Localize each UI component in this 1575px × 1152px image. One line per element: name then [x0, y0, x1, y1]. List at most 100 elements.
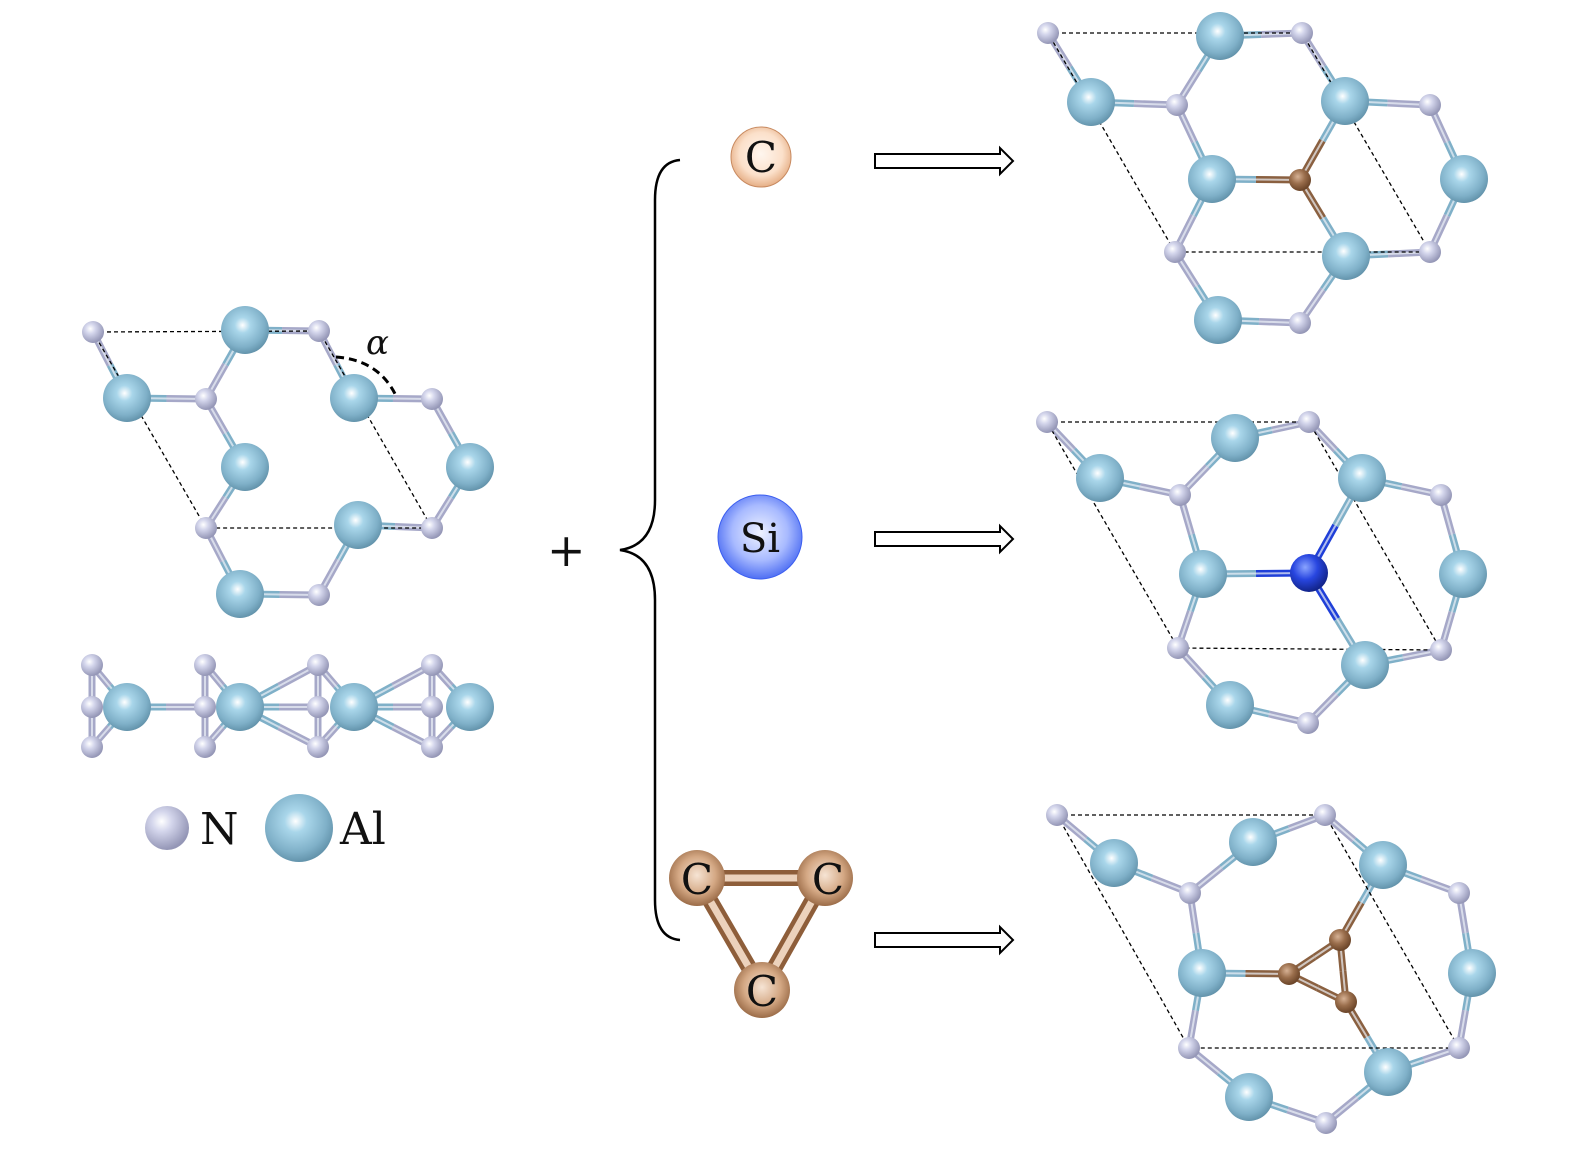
- c3-cluster-icon: C C C: [669, 850, 853, 1018]
- aluminum-atom: [1179, 550, 1227, 598]
- arrow-right-icon: [874, 523, 1015, 555]
- legend-aluminum-label: Al: [339, 804, 386, 855]
- c3-atom: [797, 850, 853, 906]
- carbon-atom: [1278, 963, 1300, 985]
- carbon-atom: [1289, 169, 1311, 191]
- aluminum-atom: [1188, 155, 1236, 203]
- nitrogen-atom: [81, 654, 103, 676]
- nitrogen-atom: [1314, 804, 1336, 826]
- nitrogen-atom: [1178, 1037, 1200, 1059]
- nitrogen-atom: [1297, 712, 1319, 734]
- atom-layer: [81, 12, 1496, 1134]
- aluminum-atom: [1178, 949, 1226, 997]
- nitrogen-atom: [195, 388, 217, 410]
- legend-nitrogen-sphere: [145, 806, 189, 850]
- nitrogen-atom: [81, 736, 103, 758]
- nitrogen-atom: [307, 696, 329, 718]
- nitrogen-atom: [1448, 882, 1470, 904]
- c3-atom-label: C: [746, 967, 778, 1016]
- nitrogen-atom: [195, 517, 217, 539]
- nitrogen-atom: [421, 696, 443, 718]
- nitrogen-atom: [308, 320, 330, 342]
- nitrogen-atom: [1291, 22, 1313, 44]
- nitrogen-atom: [1289, 312, 1311, 334]
- nitrogen-atom: [421, 736, 443, 758]
- nitrogen-atom: [1430, 484, 1452, 506]
- legend-aluminum-sphere: [265, 794, 333, 862]
- aluminum-atom: [216, 570, 264, 618]
- aluminum-atom: [1194, 296, 1242, 344]
- curly-brace: [619, 158, 681, 942]
- aluminum-atom: [330, 374, 378, 422]
- aluminum-atom: [1206, 681, 1254, 729]
- carbon-atom-label: C: [745, 133, 777, 182]
- nitrogen-atom: [421, 517, 443, 539]
- aluminum-atom: [1321, 77, 1369, 125]
- carbon-atom-icon: [730, 126, 792, 188]
- aluminum-atom: [1211, 414, 1259, 462]
- nitrogen-atom: [1166, 94, 1188, 116]
- aluminum-atom: [1229, 818, 1277, 866]
- unit-cell-outline: [1055, 814, 1461, 1049]
- aluminum-atom: [221, 306, 269, 354]
- c3-atom-label: C: [812, 855, 844, 904]
- nitrogen-atom: [1315, 1112, 1337, 1134]
- nitrogen-atom: [194, 736, 216, 758]
- aluminum-atom: [330, 683, 378, 731]
- aluminum-atom: [334, 501, 382, 549]
- silicon-atom: [1290, 554, 1328, 592]
- carbon-atom: [1335, 991, 1357, 1013]
- nitrogen-atom: [1046, 804, 1068, 826]
- silicon-atom-icon: [717, 494, 803, 580]
- arrow-right-icon: [874, 924, 1015, 956]
- nitrogen-atom: [307, 736, 329, 758]
- nitrogen-atom: [1036, 411, 1058, 433]
- c3-atom: [669, 850, 725, 906]
- nitrogen-atom: [82, 321, 104, 343]
- aluminum-atom: [1359, 841, 1407, 889]
- aluminum-atom: [1225, 1073, 1273, 1121]
- nitrogen-atom: [1169, 484, 1191, 506]
- nitrogen-atom: [1419, 94, 1441, 116]
- aluminum-atom: [1196, 12, 1244, 60]
- angle-alpha-arc: [335, 355, 399, 399]
- nitrogen-atom: [1179, 882, 1201, 904]
- nitrogen-atom: [1037, 22, 1059, 44]
- nitrogen-atom: [1448, 1037, 1470, 1059]
- nitrogen-atom: [81, 696, 103, 718]
- aluminum-atom: [1090, 839, 1138, 887]
- aluminum-atom: [446, 683, 494, 731]
- nitrogen-atom: [194, 696, 216, 718]
- nitrogen-atom: [421, 388, 443, 410]
- aluminum-atom: [446, 443, 494, 491]
- nitrogen-atom: [1167, 637, 1189, 659]
- aluminum-atom: [1448, 949, 1496, 997]
- c3-atom-label: C: [681, 855, 713, 904]
- nitrogen-atom: [421, 654, 443, 676]
- aluminum-atom: [1322, 232, 1370, 280]
- aluminum-atom: [1338, 454, 1386, 502]
- aluminum-atom: [1067, 78, 1115, 126]
- unit-cell-outline: [1046, 32, 1432, 253]
- angle-alpha-label: α: [366, 323, 389, 363]
- nitrogen-atom: [1430, 639, 1452, 661]
- c3-atom: [734, 962, 790, 1018]
- aluminum-atom: [216, 683, 264, 731]
- legend-nitrogen-label: N: [200, 804, 239, 855]
- aluminum-atom: [221, 443, 269, 491]
- arrow-right-icon: [874, 145, 1015, 177]
- carbon-atom: [1329, 929, 1351, 951]
- nitrogen-atom: [307, 654, 329, 676]
- nitrogen-atom: [1298, 411, 1320, 433]
- aluminum-atom: [1341, 641, 1389, 689]
- aluminum-atom: [103, 683, 151, 731]
- nitrogen-atom: [194, 654, 216, 676]
- aluminum-atom: [1439, 550, 1487, 598]
- aluminum-atom: [103, 374, 151, 422]
- aluminum-atom: [1076, 454, 1124, 502]
- nitrogen-atom: [1164, 241, 1186, 263]
- nitrogen-atom: [1419, 241, 1441, 263]
- silicon-atom-label: Si: [740, 516, 780, 562]
